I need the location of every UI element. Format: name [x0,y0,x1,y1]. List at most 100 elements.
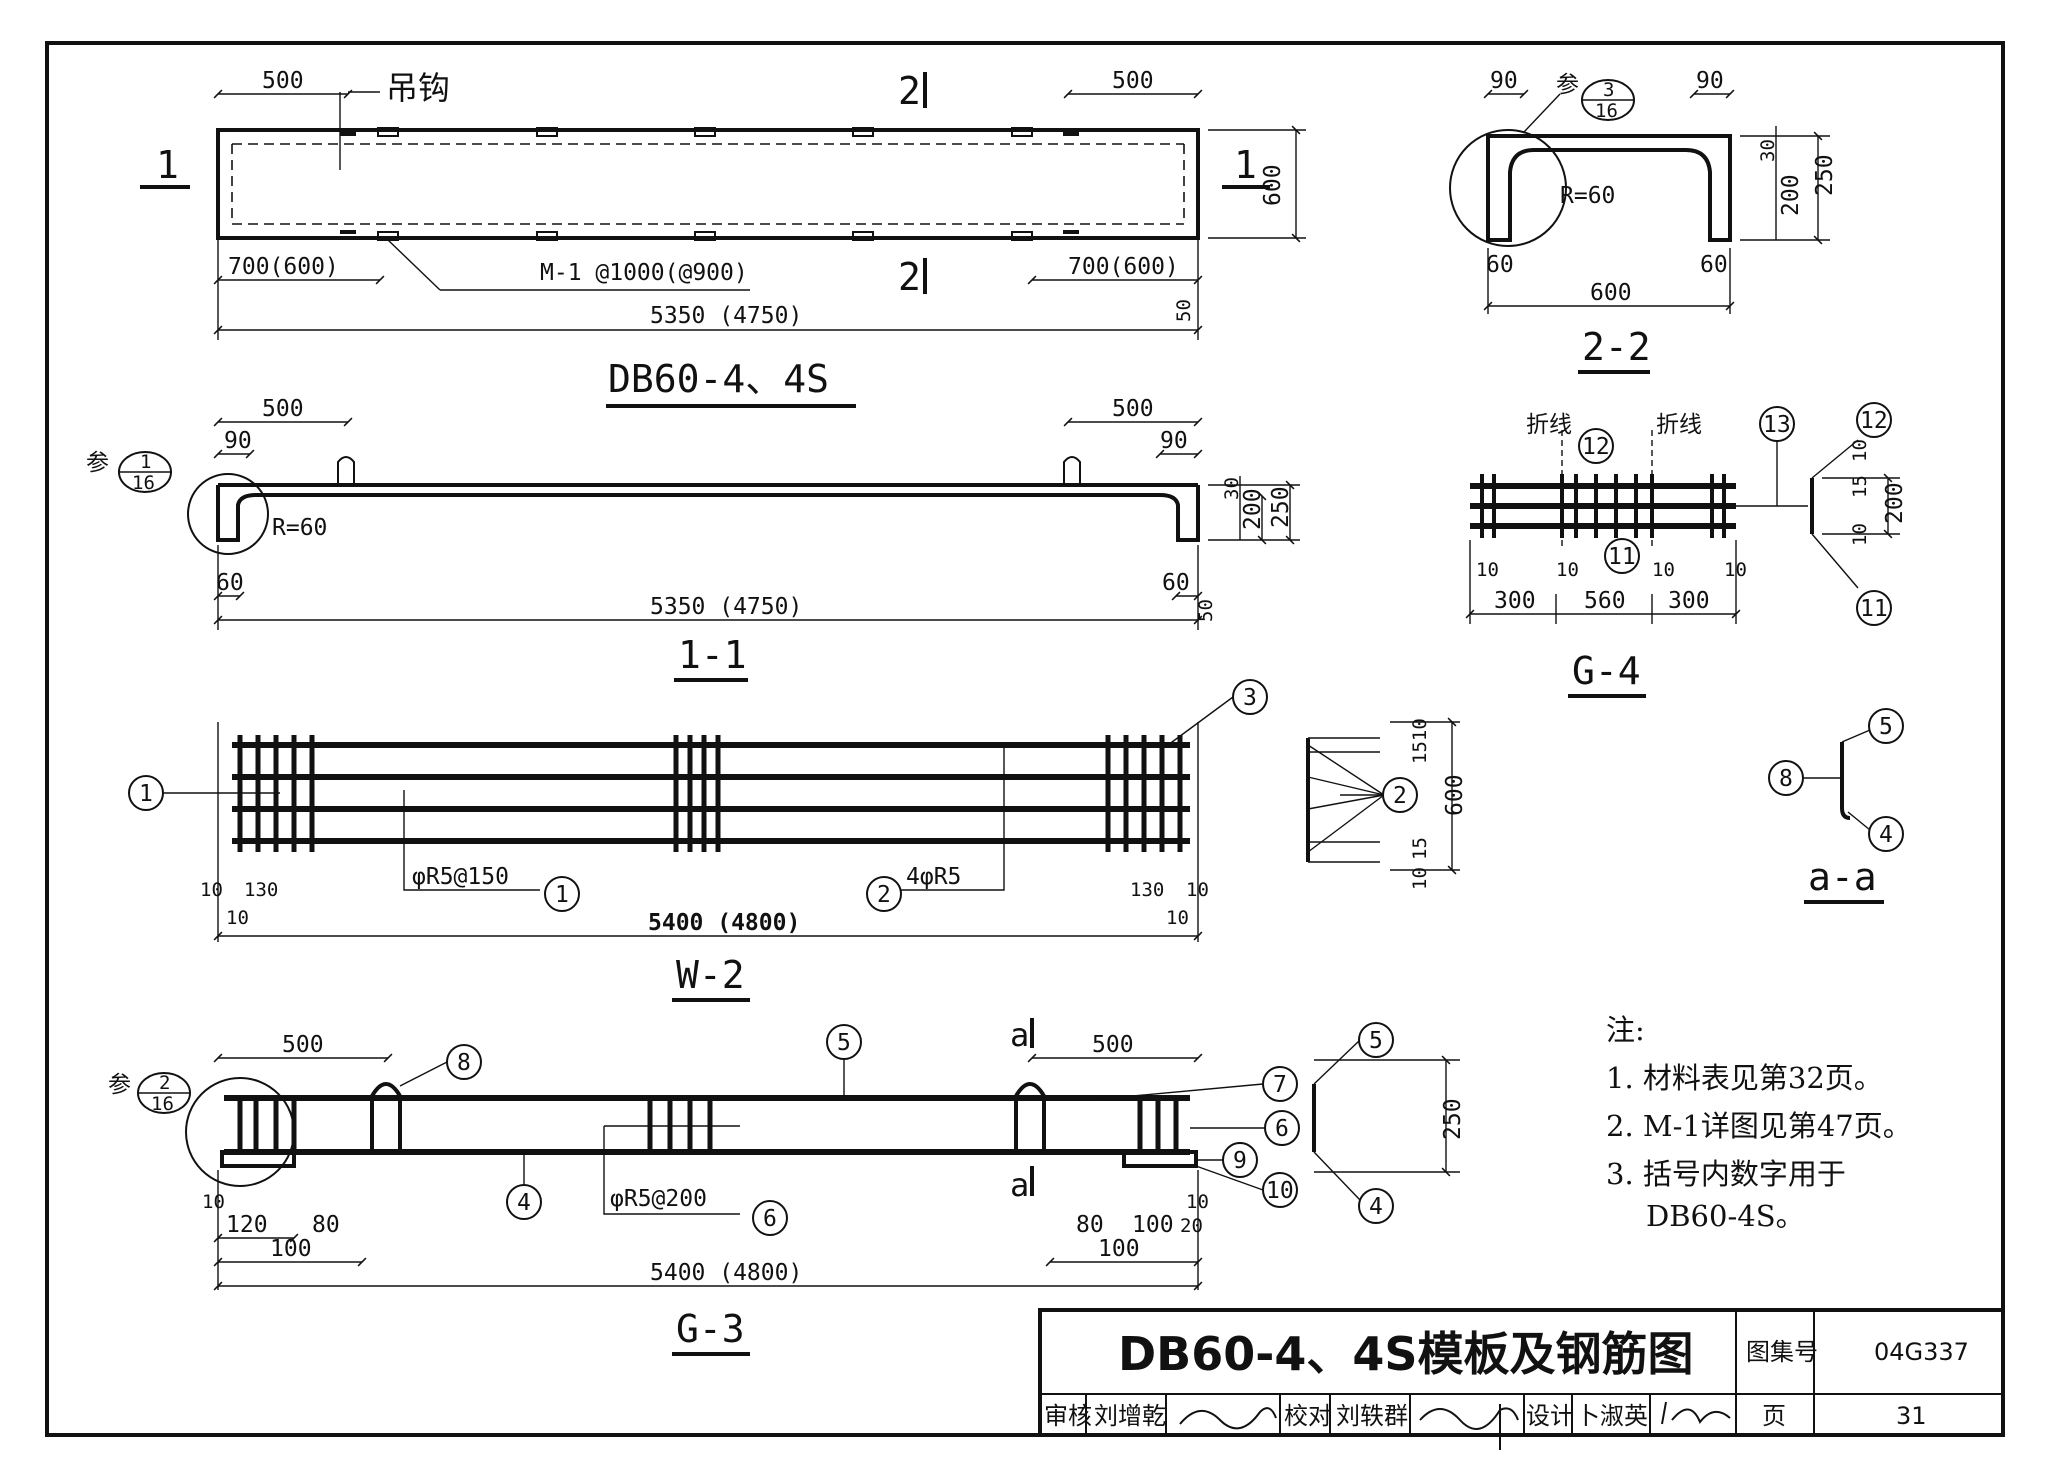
s22-dim-60-right: 60 [1700,252,1728,278]
w2-side-mark-2: 2 [1393,783,1407,809]
g3-ref: 参 [108,1072,131,1098]
s11-dim-60-left: 60 [216,570,244,596]
page-number: 31 [1896,1402,1927,1430]
g3-dim-500-right: 500 [1092,1032,1134,1058]
g3-side-mark-6: 6 [1275,1116,1289,1142]
g3-ref-top: 2 [159,1072,170,1094]
atlas-number: 04G337 [1874,1338,1969,1366]
s22-title: 2-2 [1582,325,1651,369]
aa-mark-8: 8 [1779,766,1793,792]
section-2-2: R=60 90 90 参 3 16 30 200 250 60 60 600 2… [1449,68,1838,374]
g4-fold-left: 折线 [1526,412,1572,438]
g3-dim-20: 20 [1180,1215,1203,1237]
s22-dim-90-left: 90 [1490,68,1518,94]
g3-mark-5: 5 [837,1030,851,1056]
g3-side-250: 250 [1440,1098,1466,1140]
g4-fold-right: 折线 [1656,412,1702,438]
checker: 刘轶群 [1336,1402,1408,1430]
s11-ref-bot: 16 [132,472,155,494]
w2-bars-2: 4φR5 [906,864,961,890]
designer: 卜淑英 [1576,1402,1648,1430]
s22-dim-60-left: 60 [1486,252,1514,278]
g3-dim-80-left: 80 [312,1212,340,1238]
s22-ref: 参 [1556,72,1579,98]
plan-dim-600: 600 [1260,164,1286,206]
plan-dim-700-left: 700(600) [228,254,339,280]
g4-side-10-b: 10 [1849,523,1871,546]
g4-mark-13: 13 [1763,412,1791,438]
plan-dim-500-right: 500 [1112,68,1154,94]
aa-mark-5: 5 [1879,714,1893,740]
s22-dim-30: 30 [1757,139,1779,162]
s22-r60: R=60 [1560,183,1615,209]
g3-dim-100-right-a: 100 [1132,1212,1174,1238]
g3-mark-4: 4 [517,1190,531,1216]
g3-dim-80-right: 80 [1076,1212,1104,1238]
w2-mark-3: 3 [1243,685,1257,711]
g4-side-200: 200 [1882,482,1908,524]
g4-mark-11: 11 [1608,544,1636,570]
g3-title: G-3 [676,1307,745,1351]
plan-m1-label: M-1 @1000(@900) [540,260,748,286]
s11-dim-50: 50 [1195,599,1217,622]
aa-mark-4: 4 [1879,822,1893,848]
s11-r60: R=60 [272,515,327,541]
section-a-a: 5 4 8 a-a [1768,708,1904,904]
s11-dim-500-right: 500 [1112,396,1154,422]
w2-side-1510: 1510 [1409,718,1431,764]
g3-mark-6: 6 [763,1206,777,1232]
aa-title: a-a [1808,855,1877,899]
plan-title: DB60-4、4S [608,357,829,401]
g4-dim-10-c: 10 [1652,559,1675,581]
plan-outline [216,128,1200,240]
checker-signature [1419,1407,1519,1430]
g4-dim-10-b: 10 [1556,559,1579,581]
g4-dim-560: 560 [1584,588,1626,614]
s11-dim-90-left: 90 [224,428,252,454]
g4-side-10-a: 10 [1849,439,1871,462]
view-g4: 折线 折线 12 11 13 12 11 10 15 10 200 10 10 … [1465,402,1908,698]
g3-dim-120: 120 [226,1212,268,1238]
cut-1-right: 1 [1234,143,1257,187]
page-label: 页 [1762,1402,1786,1430]
notes-head: 注: [1606,1013,1645,1047]
w2-dim-10-b: 10 [226,907,249,929]
s11-title: 1-1 [678,633,747,677]
plan-dim-50: 50 [1173,299,1195,322]
sheet-border [45,41,2005,1437]
reviewer: 刘增乾 [1094,1402,1166,1430]
view-g3: 参 2 16 8 5 4 φR5@200 6 7 6 9 10 a a 500 … [108,1016,1466,1356]
g3-cut-a-top: a [1010,1016,1029,1054]
w2-mark-1: 1 [139,781,153,807]
g3-side-mark-4: 4 [1369,1194,1383,1220]
g3-dim-total: 5400 (4800) [650,1260,802,1286]
s22-dim-250: 250 [1812,154,1838,196]
w2-dim-130-left: 130 [244,879,278,901]
w2-mark-2: 2 [877,882,891,908]
g4-side-mark-12: 12 [1860,408,1888,434]
plan-dim-total: 5350 (4750) [650,303,802,329]
w2-dim-total: 5400 (4800) [648,910,800,936]
g3-dim-10-left: 10 [202,1191,225,1213]
g3-mark-9: 9 [1233,1148,1247,1174]
plan-dim-700-right: 700(600) [1068,254,1179,280]
cut-1-left: 1 [156,143,179,187]
drawing-title: DB60-4、4S模板及钢筋图 [1118,1327,1694,1381]
w2-mark-1b: 1 [555,882,569,908]
designer-signature [1661,1401,1731,1425]
section-1-1: R=60 参 1 16 500 90 500 90 30 200 250 60 … [86,396,1300,682]
g4-dim-10-a: 10 [1476,559,1499,581]
plan-dim-500-left: 500 [262,68,304,94]
w2-title: W-2 [676,953,745,997]
g4-title: G-4 [1572,649,1641,693]
g4-dim-300-right: 300 [1668,588,1710,614]
s22-dim-90-right: 90 [1696,68,1724,94]
note-3: 3. 括号内数字用于 [1606,1157,1846,1191]
s11-dim-200: 200 [1240,488,1266,530]
g3-mark-8: 8 [457,1050,471,1076]
w2-dim-10-d: 10 [1166,907,1189,929]
note-4: DB60-4S。 [1646,1199,1805,1233]
s22-dim-600: 600 [1590,280,1632,306]
s11-ref: 参 [86,450,109,476]
